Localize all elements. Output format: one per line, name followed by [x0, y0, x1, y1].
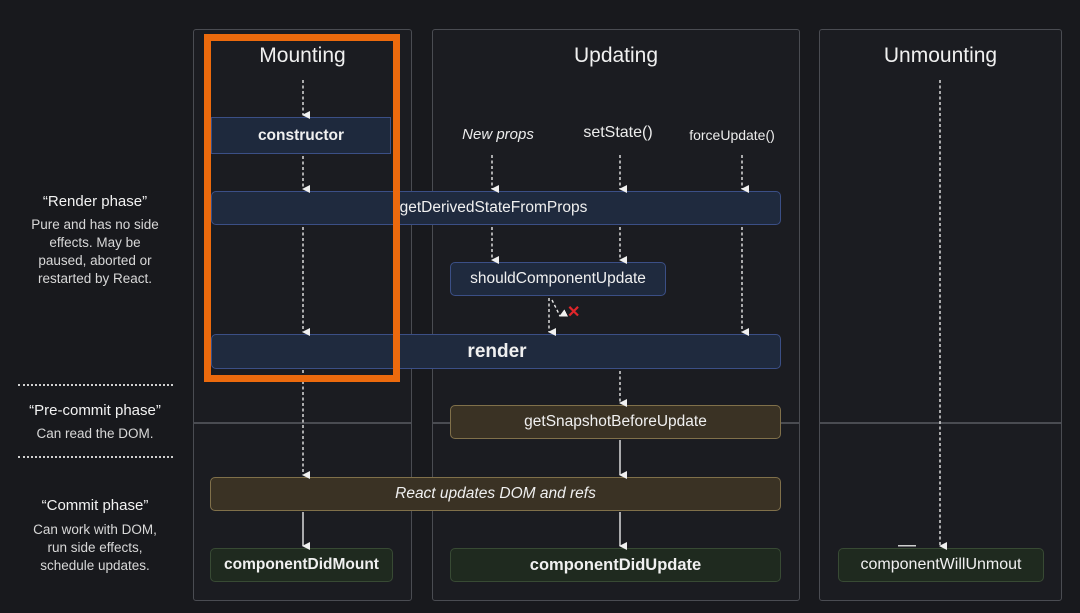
commit-phase-description: Can work with DOM, run side effects, sch…	[0, 521, 190, 575]
component-will-unmount-label: componentWillUnmout	[860, 556, 1022, 573]
component-did-mount-label: componentDidMount	[224, 556, 379, 573]
phase-divider-dotted	[18, 456, 173, 458]
get-derived-state-from-props-label: getDerivedStateFromProps	[399, 199, 588, 216]
get-snapshot-before-update-label: getSnapshotBeforeUpdate	[524, 413, 707, 430]
reject-x-icon: ✕	[567, 304, 581, 321]
render-phase-description: Pure and has no side effects. May be pau…	[0, 216, 190, 288]
react-updates-dom-node[interactable]: React updates DOM and refs	[210, 477, 781, 511]
render-label: render	[467, 340, 527, 362]
unmounting-title: Unmounting	[883, 44, 998, 67]
description-line: schedule updates.	[40, 558, 150, 573]
component-did-mount-node[interactable]: componentDidMount	[210, 548, 393, 582]
get-snapshot-before-update-node[interactable]: getSnapshotBeforeUpdate	[450, 405, 781, 439]
description-line: effects. May be	[49, 235, 141, 250]
description-line: Can work with DOM,	[33, 522, 157, 537]
description-line: run side effects,	[47, 540, 143, 555]
mounting-render-phase-highlight	[204, 34, 400, 382]
mounting-title: Mounting	[259, 44, 346, 67]
small-dash-mark	[898, 545, 916, 547]
render-node[interactable]: render	[211, 334, 781, 369]
trigger-set-state: setState()	[583, 124, 653, 141]
updating-title: Updating	[573, 44, 659, 67]
arrow-scu-rejected	[551, 299, 569, 317]
render-phase-title: “Render phase”	[42, 193, 148, 210]
phase-separator	[193, 422, 412, 424]
component-will-unmount-node[interactable]: componentWillUnmout	[838, 548, 1044, 582]
phase-divider-dotted	[18, 384, 173, 386]
should-component-update-node[interactable]: shouldComponentUpdate	[450, 262, 666, 296]
trigger-force-update: forceUpdate()	[689, 127, 775, 143]
should-component-update-label: shouldComponentUpdate	[470, 270, 646, 287]
trigger-new-props: New props	[462, 126, 534, 143]
react-updates-dom-label: React updates DOM and refs	[395, 485, 596, 502]
precommit-phase-title: “Pre-commit phase”	[29, 402, 161, 419]
description-line: Pure and has no side	[31, 217, 159, 232]
description-line: restarted by React.	[37, 271, 153, 286]
precommit-phase-description: Can read the DOM.	[0, 425, 190, 443]
description-line: Can read the DOM.	[36, 426, 154, 441]
commit-phase-title: “Commit phase”	[41, 497, 149, 514]
constructor-node[interactable]: constructor	[211, 117, 391, 154]
constructor-label: constructor	[257, 126, 345, 144]
component-did-update-label: componentDidUpdate	[529, 555, 702, 574]
component-did-update-node[interactable]: componentDidUpdate	[450, 548, 781, 582]
description-line: paused, aborted or	[38, 253, 152, 268]
